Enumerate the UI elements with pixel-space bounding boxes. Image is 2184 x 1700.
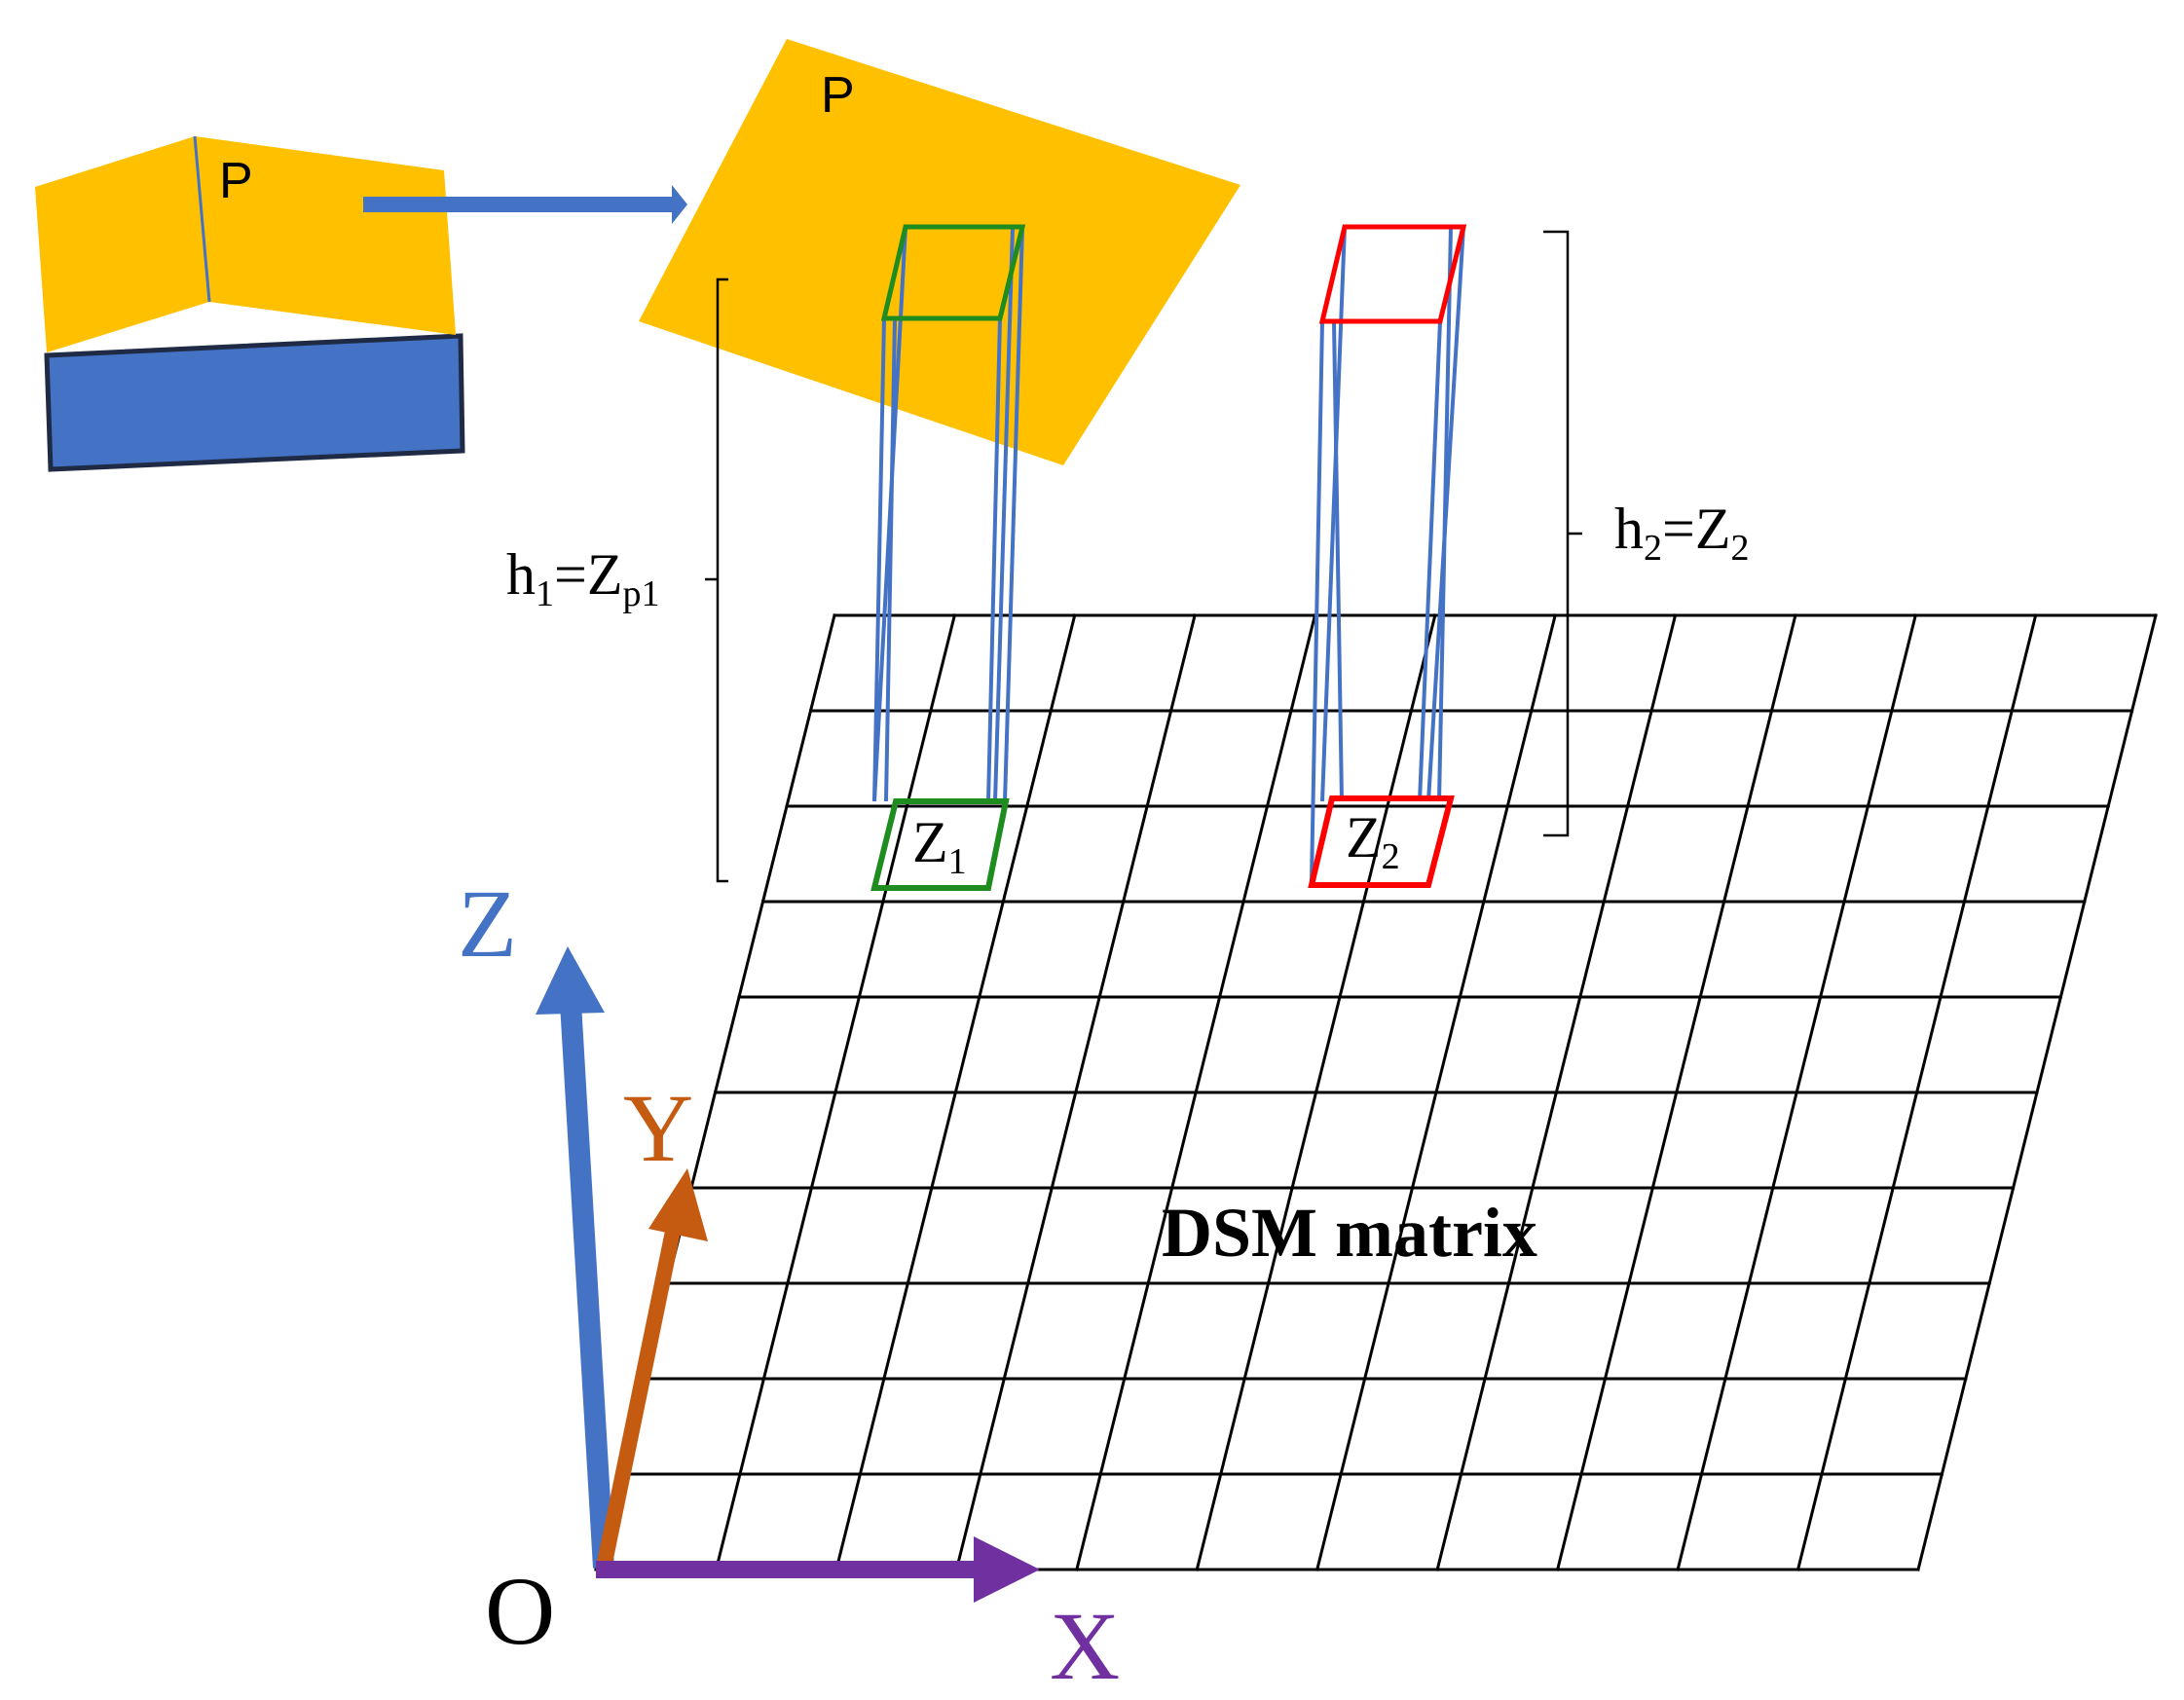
prism-1 bbox=[870, 224, 1026, 891]
h2-label: h2=Z2 bbox=[1614, 497, 1750, 569]
axis-z-label: Z bbox=[458, 869, 517, 978]
cell-z1-label: Z1 bbox=[912, 810, 967, 882]
prism-2 bbox=[1308, 224, 1467, 888]
axis-x-label: X bbox=[1050, 1592, 1120, 1700]
h1-label: h1=Zp1 bbox=[506, 542, 660, 614]
bracket-h2 bbox=[1543, 230, 1582, 837]
axis-y-label: Y bbox=[623, 1074, 693, 1182]
dsm-grid bbox=[594, 613, 2158, 1571]
building-wall bbox=[44, 333, 465, 472]
axis-x bbox=[596, 1536, 1040, 1603]
roof-face-right bbox=[195, 136, 456, 335]
origin-label: O bbox=[485, 1557, 555, 1665]
dsm-matrix-label: DSM matrix bbox=[1162, 1194, 1537, 1272]
roof-label-left: P bbox=[219, 153, 253, 209]
prism-2-top bbox=[1318, 224, 1467, 324]
prism-1-top bbox=[880, 224, 1026, 321]
roof-plane-label: P bbox=[821, 67, 855, 124]
arrow-right-icon bbox=[363, 185, 687, 224]
cell-z2-label: Z2 bbox=[1346, 805, 1400, 877]
roof-face-left bbox=[35, 136, 209, 352]
building-illustration: P bbox=[35, 135, 465, 472]
bracket-h1 bbox=[705, 277, 728, 883]
cell-z1 bbox=[870, 798, 1010, 891]
axis-y bbox=[596, 1168, 708, 1570]
roof-ridge bbox=[193, 135, 211, 303]
cell-z2 bbox=[1308, 795, 1455, 888]
roof-plane bbox=[639, 39, 1240, 465]
axis-z bbox=[536, 946, 614, 1569]
